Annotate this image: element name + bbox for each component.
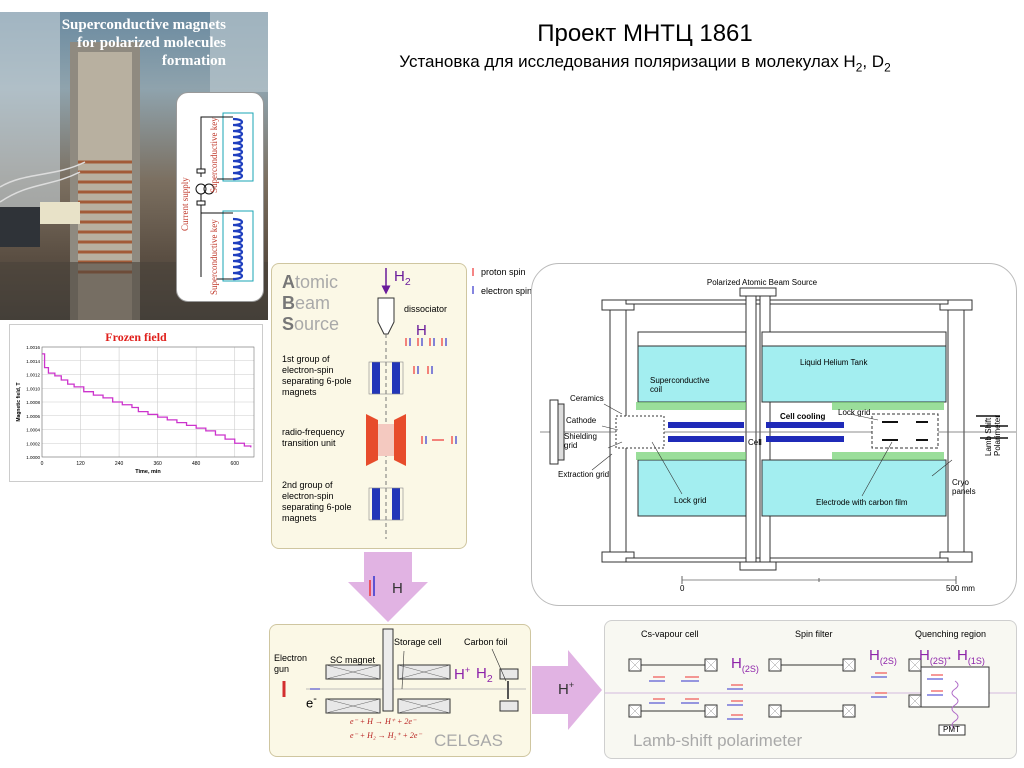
e-minus-label: e- bbox=[306, 693, 317, 711]
scale-zero: 0 bbox=[680, 584, 685, 593]
abs-schematic bbox=[366, 268, 457, 539]
plot-frame bbox=[41, 346, 255, 458]
h2s-label-b: H(2S) bbox=[869, 647, 897, 666]
scale-500: 500 mm bbox=[946, 584, 975, 593]
y-tick-label: 1.0008 bbox=[26, 400, 40, 405]
reaction-2: e⁻ + H₂ → H₂⁺ + 2e⁻ bbox=[350, 731, 422, 740]
carbon-foil-label: Carbon foil bbox=[464, 637, 508, 647]
cell-label: Cell bbox=[748, 438, 762, 447]
x-tick-label: 600 bbox=[231, 461, 240, 467]
spin-filter-label: Spin filter bbox=[795, 629, 833, 639]
key-top-label: Superconductive key bbox=[209, 117, 219, 193]
x-axis-label: Time, min bbox=[135, 469, 161, 475]
series-line bbox=[42, 353, 252, 448]
lamb-schematic bbox=[605, 658, 1016, 736]
proton-spin-label: proton spin bbox=[481, 267, 526, 277]
down-arrow bbox=[348, 552, 428, 622]
page-title: Проект МНТЦ 1861 bbox=[537, 20, 753, 47]
page-subtitle: Установка для исследования поляризации в… bbox=[399, 52, 891, 75]
x-tick-label: 120 bbox=[76, 461, 85, 467]
liquid-helium-label: Liquid Helium Tank bbox=[800, 358, 868, 367]
y-tick-label: 1.0000 bbox=[26, 455, 40, 460]
down-arrow-h: H bbox=[392, 580, 403, 597]
y-tick-label: 1.0012 bbox=[26, 373, 40, 378]
chart-title: Frozen field bbox=[105, 330, 167, 344]
cathode-label: Cathode bbox=[566, 416, 597, 425]
x-tick-label: 480 bbox=[192, 461, 201, 467]
y-tick-label: 1.0002 bbox=[26, 441, 40, 446]
current-supply-label: Current supply bbox=[180, 177, 190, 231]
superconductive-key-inset: Superconductive key Superconductive key … bbox=[176, 92, 264, 302]
celgas-schematic bbox=[282, 628, 526, 714]
y-axis-label: Magnetic field, T bbox=[16, 382, 22, 421]
q-arrow-icon: → bbox=[941, 649, 953, 663]
right-arrow-h: H+ bbox=[558, 680, 575, 698]
photo-caption: Superconductive magnets for polarized mo… bbox=[61, 17, 226, 69]
y-tick-label: 1.0010 bbox=[26, 386, 40, 391]
right-arrow bbox=[532, 650, 602, 730]
h2-plus-label: H2 bbox=[476, 665, 493, 685]
abs-h2-label: H2 bbox=[394, 268, 411, 288]
pabs-title: Polarized Atomic Beam Source bbox=[706, 278, 818, 287]
reaction-1: e⁻ + H → H⁺ + 2e⁻ bbox=[350, 717, 417, 726]
y-tick-label: 1.0014 bbox=[26, 359, 40, 364]
abs-title: Atomic Beam Source bbox=[282, 272, 340, 334]
key-circuit-diagram bbox=[195, 112, 254, 282]
pabs-schematic bbox=[540, 287, 1016, 584]
lock-grid-bottom-label: Lock grid bbox=[674, 496, 707, 505]
pmt-label: PMT bbox=[943, 725, 960, 734]
lock-grid-top-label: Lock grid bbox=[838, 408, 871, 417]
atomic-beam-source-panel: Atomic Beam Source H2 dissociator H bbox=[271, 263, 467, 549]
y-tick-label: 1.0006 bbox=[26, 414, 40, 419]
q-h2s-label: H(2S) bbox=[919, 647, 947, 666]
storage-cell-label: Storage cell bbox=[394, 637, 442, 647]
abs-h-label: H bbox=[416, 322, 427, 339]
sc-magnet-label: SC magnet bbox=[330, 655, 376, 665]
cs-vapour-label: Cs-vapour cell bbox=[641, 629, 699, 639]
chart-plot: 1.0016 1.0014 1.0012 1.0010 1.0008 1.0006 1.00… bbox=[16, 345, 255, 475]
x-tick-label: 360 bbox=[153, 461, 162, 467]
pabs-diagram: Polarized Atomic Beam Source Liquid Heli… bbox=[531, 263, 1017, 606]
h2s-label-a: H(2S) bbox=[731, 655, 759, 674]
electron-spin-label: electron spin bbox=[481, 286, 533, 296]
x-tick-label: 240 bbox=[115, 461, 124, 467]
q-h1s-label: H(1S) bbox=[957, 647, 985, 666]
spin-legend-arrows bbox=[472, 268, 474, 294]
photo-illustration bbox=[0, 12, 268, 320]
lamb-shift-label: Lamb-shift polarimeter bbox=[633, 731, 803, 750]
electrode-label: Electrode with carbon film bbox=[816, 498, 908, 507]
celgas-label: CELGAS bbox=[434, 731, 503, 750]
y-tick-label: 1.0004 bbox=[26, 428, 40, 433]
y-tick-label: 1.0016 bbox=[26, 345, 40, 350]
lamb-shift-panel: Cs-vapour cell Spin filter Quenching reg… bbox=[604, 620, 1017, 759]
quenching-label: Quenching region bbox=[915, 629, 987, 639]
x-tick-label: 0 bbox=[41, 461, 44, 467]
h-plus-label: H+ bbox=[454, 665, 471, 683]
ceramics-label: Ceramics bbox=[570, 394, 604, 403]
dissociator-label: dissociator bbox=[404, 304, 448, 314]
cell-cooling-label: Cell cooling bbox=[780, 412, 826, 421]
key-bottom-label: Superconductive key bbox=[209, 219, 219, 295]
extraction-grid-label: Extraction grid bbox=[558, 470, 610, 479]
